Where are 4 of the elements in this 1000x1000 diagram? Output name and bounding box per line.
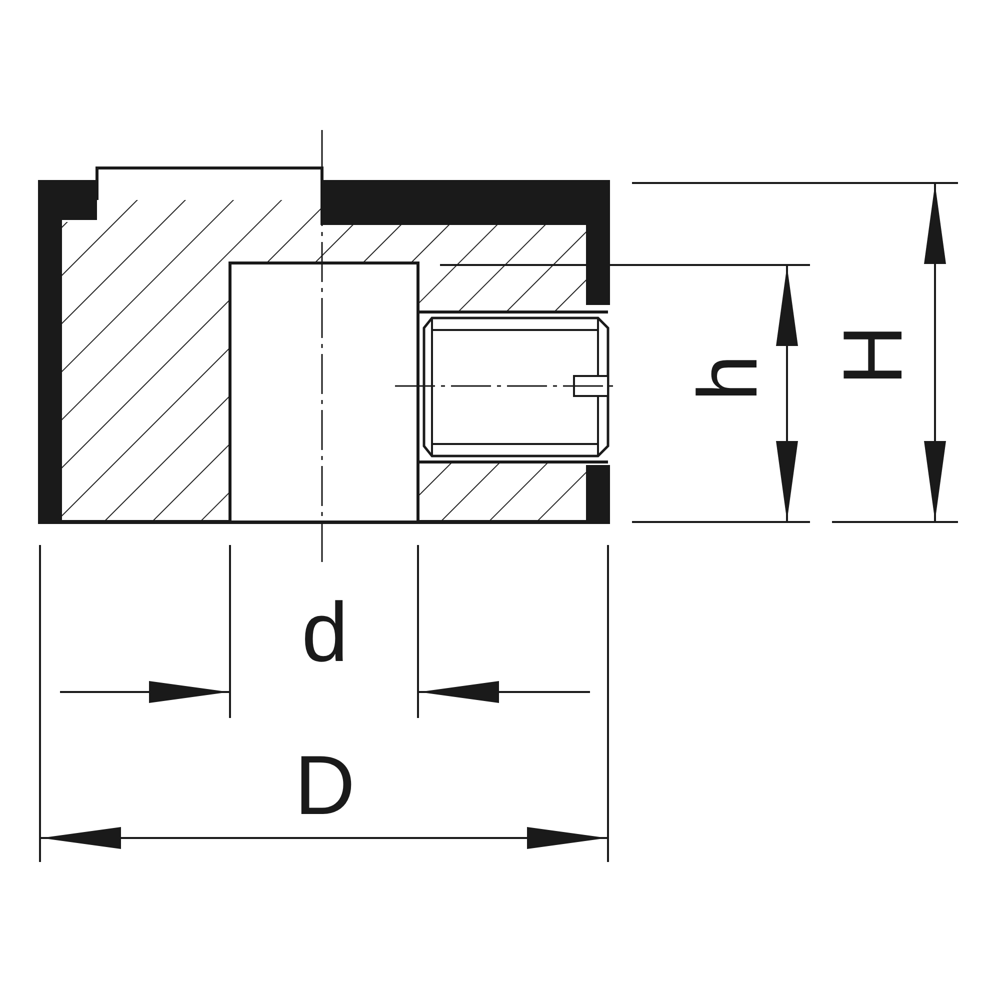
dimension-label: H <box>830 324 914 386</box>
dimension-label: h <box>684 354 769 402</box>
dimension-label: D <box>294 743 356 827</box>
dimension-label: d <box>302 590 348 674</box>
